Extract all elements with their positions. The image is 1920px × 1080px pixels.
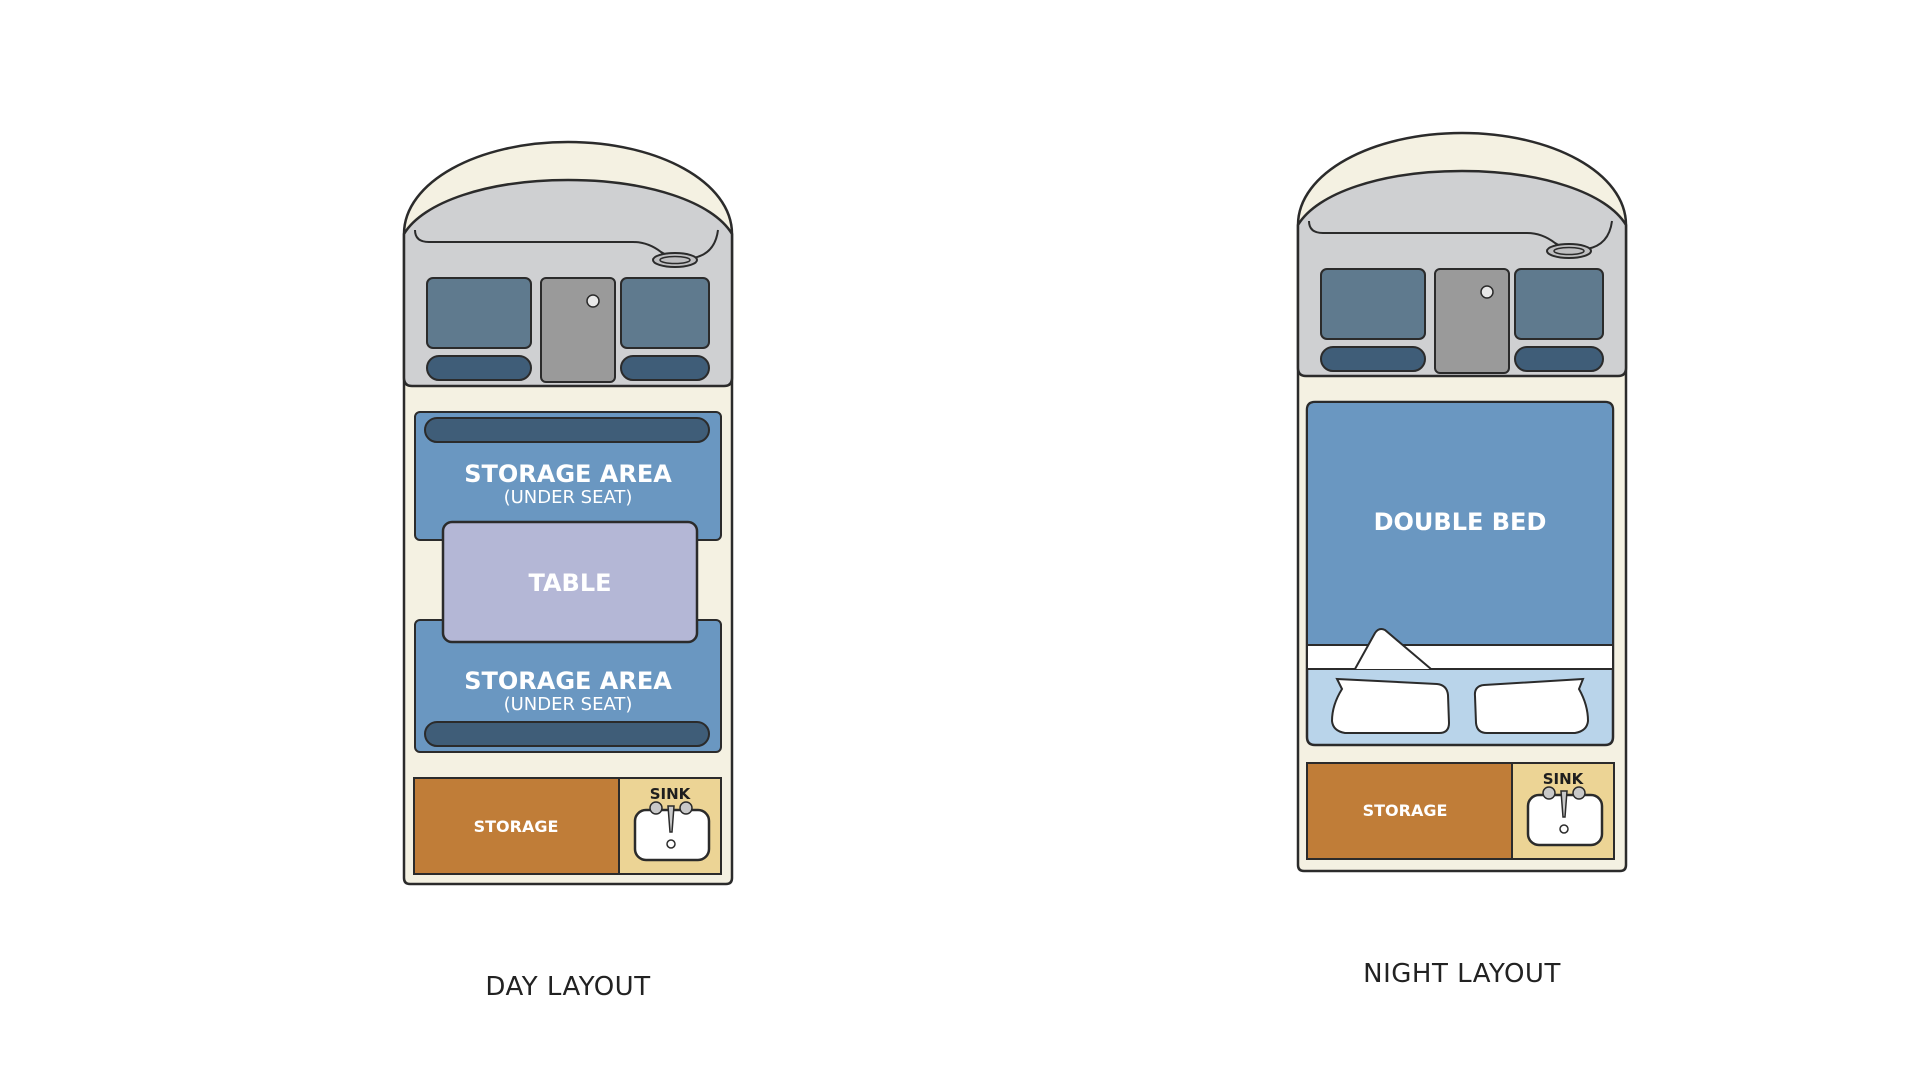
cab-walkthrough-door	[540, 277, 616, 383]
storage-top-sublabel: (UNDER SEAT)	[504, 487, 633, 508]
front-seat-right	[1514, 268, 1604, 340]
dashboard-line	[414, 229, 719, 260]
pillow-left	[1330, 677, 1451, 734]
storage-bottom-sublabel: (UNDER SEAT)	[504, 694, 633, 715]
double-bed-label: DOUBLE BED	[1374, 508, 1547, 536]
steering-wheel-icon	[1546, 243, 1592, 259]
seat-cushion-left	[426, 355, 532, 381]
day-layout-caption: DAY LAYOUT	[485, 972, 651, 1002]
pillow-right	[1473, 677, 1590, 734]
double-bed	[1305, 400, 1615, 747]
night-van-floorplan: DOUBLE BED STORAGE SINK	[1296, 131, 1628, 873]
seat-cushion-left	[1320, 346, 1426, 372]
table	[441, 520, 699, 644]
folded-sheet-corner	[1354, 628, 1432, 670]
front-seat-left	[426, 277, 532, 349]
door-handle-icon	[586, 294, 600, 308]
table-label: TABLE	[528, 569, 611, 597]
cab-walkthrough-door	[1434, 268, 1510, 374]
kitchen-storage	[1306, 762, 1513, 860]
sink-basin-icon	[633, 801, 711, 862]
kitchen-storage-label: STORAGE	[1363, 801, 1448, 820]
night-layout-diagram: DOUBLE BED STORAGE SINK	[1296, 131, 1628, 878]
seat-cushion-right	[620, 355, 710, 381]
front-seat-right	[620, 277, 710, 349]
sink-basin-icon	[1526, 786, 1604, 847]
bench-backrest-top	[424, 417, 710, 443]
night-layout-caption: NIGHT LAYOUT	[1363, 959, 1561, 989]
day-layout-diagram: STORAGE AREA (UNDER SEAT) STORAGE AREA (…	[402, 140, 734, 887]
door-handle-icon	[1480, 285, 1494, 299]
dashboard-line	[1308, 220, 1613, 251]
sink-label: SINK	[1543, 770, 1585, 788]
steering-wheel-icon	[652, 252, 698, 268]
day-van-floorplan: STORAGE AREA (UNDER SEAT) STORAGE AREA (…	[402, 140, 734, 886]
front-seat-left	[1320, 268, 1426, 340]
kitchen-storage-label: STORAGE	[474, 817, 559, 836]
bench-backrest-bottom	[424, 721, 710, 747]
seat-cushion-right	[1514, 346, 1604, 372]
storage-top-label: STORAGE AREA	[464, 460, 672, 488]
storage-bottom-label: STORAGE AREA	[464, 667, 672, 695]
sink-label: SINK	[650, 785, 692, 803]
